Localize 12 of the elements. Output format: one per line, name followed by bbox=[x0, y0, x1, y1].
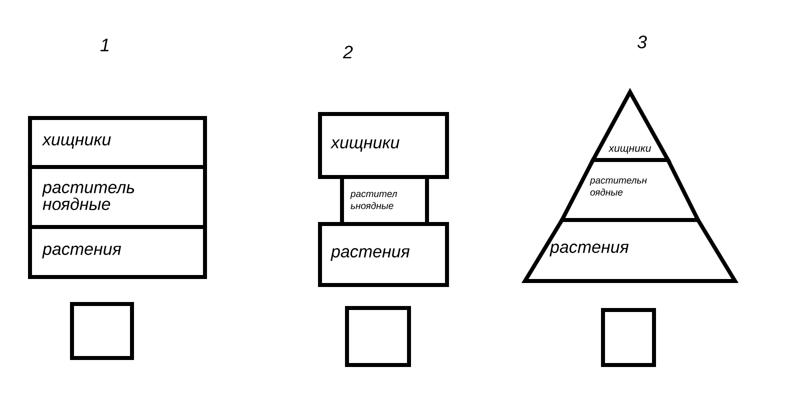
empty-box bbox=[345, 306, 411, 367]
figure-number: 1 bbox=[100, 38, 108, 52]
level-box: растения bbox=[28, 225, 207, 279]
empty-box bbox=[601, 308, 656, 367]
level-box: растител ьноядные bbox=[340, 175, 429, 226]
figure-number: 2 bbox=[342, 46, 353, 58]
level-box: хищники bbox=[28, 116, 207, 169]
level-box: раститель ноядные bbox=[28, 165, 207, 229]
level-box: хищники bbox=[318, 112, 449, 179]
empty-box bbox=[70, 302, 134, 360]
figure-number: 3 bbox=[637, 36, 647, 48]
level-box: растения bbox=[318, 222, 449, 287]
